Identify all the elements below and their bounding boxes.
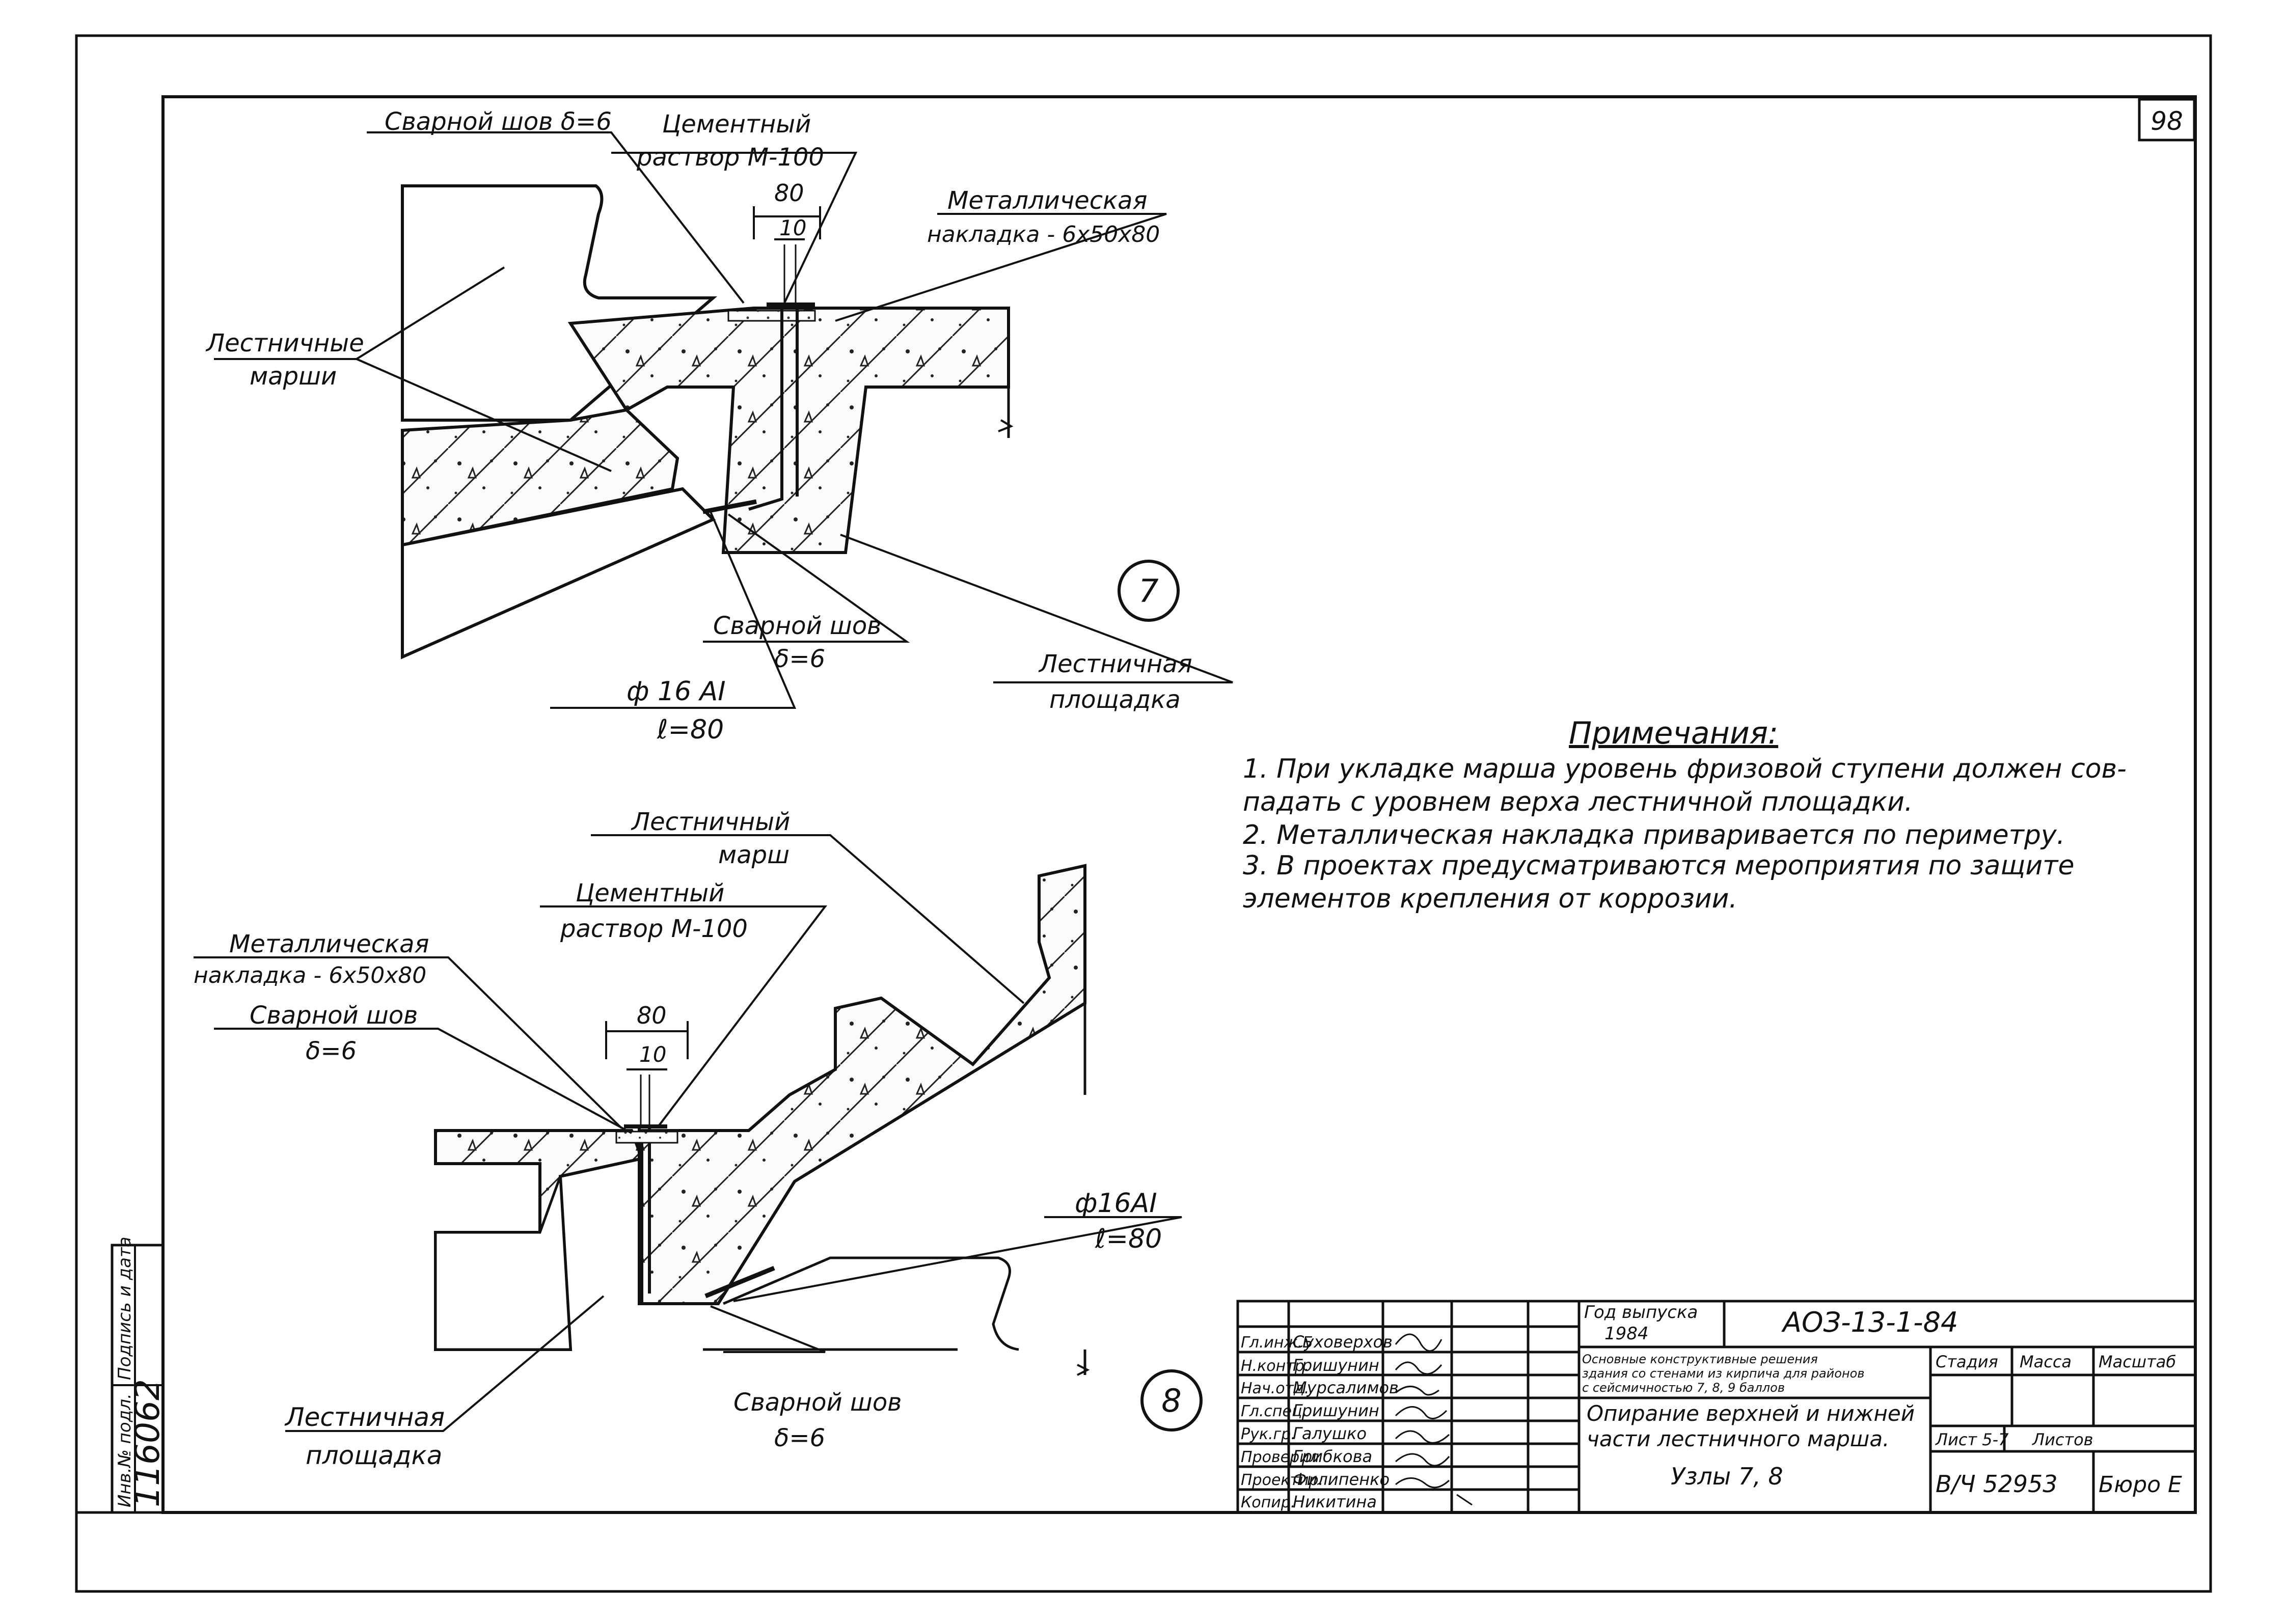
tb-sheets-label: Листов (2032, 1430, 2093, 1449)
node7-mortar-line2: раствор М-100 (636, 143, 824, 172)
tb-series-line1: Основные конструктивные решения (1582, 1352, 1818, 1366)
tb-role-4: Рук.гр. (1241, 1425, 1296, 1443)
node7-flights-line2: марши (250, 362, 337, 391)
tb-role-6: Проектир. (1241, 1471, 1323, 1489)
node7-flights-line1: Лестничные (205, 329, 364, 357)
node7-landing-line2: площадка (1049, 685, 1181, 714)
tb-role-2: Нач.отд. (1241, 1380, 1309, 1397)
node7-mortar-line1: Цементный (662, 110, 811, 139)
tb-bureau: Бюро Е (2099, 1472, 2182, 1498)
tb-stage-label: Стадия (1936, 1352, 1998, 1371)
tb-subject-line1: Опирание верхней и нижней (1587, 1401, 1915, 1426)
node7-rebar-line2: ℓ=80 (657, 714, 724, 745)
tb-scale-label: Масштаб (2099, 1352, 2176, 1371)
node8-dim-10: 10 (639, 1042, 666, 1067)
tb-role-1: Н.контр. (1241, 1357, 1309, 1375)
node8-dim-80: 80 (637, 1002, 667, 1029)
tb-name-4: Галушко (1293, 1424, 1367, 1443)
inventory-stamp: Инв.№ подл. Подпись и дата 116062 (111, 1236, 167, 1514)
tb-name-3: Гришунин (1293, 1401, 1379, 1420)
node7-landing-line1: Лестничная (1038, 650, 1192, 678)
note-line-2: падать с уровнем верха лестничной площад… (1243, 787, 1913, 817)
tb-role-3: Гл.спец. (1241, 1402, 1307, 1420)
inventory-number: 116062 (128, 1379, 167, 1507)
node7-weld-bottom-line1: Сварной шов (713, 612, 881, 640)
tb-name-7: Никитина (1293, 1492, 1377, 1511)
sheet-number: 98 (2151, 106, 2183, 136)
tb-role-7: Копир. (1241, 1494, 1295, 1511)
node7-plate-line1: Металлическая (947, 186, 1147, 215)
tb-sheet-label: Лист 5-7 (1935, 1430, 2009, 1449)
node-7-labels: Сварной шов δ=6 Цементный раствор М-100 … (205, 107, 1192, 745)
node8-weld-bottom-line1: Сварной шов (733, 1388, 902, 1417)
node7-dim-10: 10 (779, 215, 806, 240)
tb-name-6: Филипенко (1293, 1470, 1390, 1489)
node8-flight-line2: марш (718, 841, 790, 869)
notes-title: Примечания: (1569, 715, 1779, 751)
node-8-labels: Лестничный марш Цементный раствор М-100 … (194, 808, 1203, 1470)
signature-scribbles (1395, 1333, 1473, 1506)
node8-weld-line1: Сварной шов (250, 1001, 418, 1030)
tb-role-0: Гл.инж.Б (1241, 1334, 1313, 1352)
node7-dim-80: 80 (774, 179, 804, 207)
tb-series-line2: здания со стенами из кирпича для районов (1582, 1366, 1864, 1381)
node7-weld-bottom-line2: δ=6 (774, 645, 825, 673)
node8-weld-bottom-line2: δ=6 (774, 1424, 825, 1452)
note-line-1: 1. При укладке марша уровень фризовой ст… (1243, 754, 2127, 784)
node-7-drawing (214, 131, 1233, 709)
node7-rebar-line1: ф 16 АI (627, 676, 726, 707)
tb-mass-label: Масса (2020, 1352, 2072, 1371)
node8-rebar-line1: ф16АI (1075, 1188, 1157, 1219)
node7-number-circle (1118, 560, 1180, 622)
title-block (1236, 1300, 2197, 1514)
signature-date-label: Подпись и дата (115, 1236, 135, 1380)
inventory-label: Инв.№ подл. (115, 1393, 135, 1507)
title-block-text: Гл.инж.Б Н.контр. Нач.отд. Гл.спец. Рук.… (1241, 1302, 2182, 1511)
node8-landing-line1: Лестничная (284, 1402, 445, 1432)
node7-weld-top-label: Сварной шов δ=6 (385, 107, 612, 136)
node8-number-circle (1140, 1369, 1203, 1432)
tb-subject-line2: части лестничного марша. (1587, 1426, 1889, 1451)
tb-order-number: В/Ч 52953 (1936, 1470, 2058, 1498)
node-8-drawing (194, 834, 1182, 1432)
tb-name-1: Гришунин (1293, 1356, 1379, 1375)
tb-name-0: Суховерхов (1293, 1332, 1393, 1352)
tb-role-5: Проверил (1241, 1448, 1319, 1466)
node8-mortar-line1: Цементный (576, 879, 724, 907)
sheet-number-box: 98 (2138, 98, 2196, 142)
node8-rebar-line2: ℓ=80 (1095, 1224, 1162, 1254)
tb-doc-code: АОЗ-13-1-84 (1781, 1306, 1958, 1338)
node7-plate-line2: накладка - 6х50х80 (927, 222, 1160, 247)
note-line-5: элементов крепления от коррозии. (1243, 884, 1737, 914)
note-line-3: 2. Металлическая накладка приваривается … (1243, 820, 2065, 850)
tb-subject-line3: Узлы 7, 8 (1671, 1463, 1783, 1490)
node7-number: 7 (1138, 572, 1158, 610)
tb-year: 1984 (1604, 1324, 1649, 1344)
node8-plate-line2: накладка - 6х50х80 (194, 962, 426, 988)
tb-year-label: Год выпуска (1584, 1302, 1698, 1323)
node8-number: 8 (1161, 1382, 1181, 1419)
tb-series-line3: с сейсмичностью 7, 8, 9 баллов (1582, 1381, 1785, 1395)
tb-name-2: Мурсалимов (1293, 1378, 1399, 1397)
node8-mortar-line2: раствор М-100 (560, 915, 748, 943)
node8-weld-line2: δ=6 (306, 1037, 357, 1065)
node8-plate-line1: Металлическая (229, 930, 429, 958)
note-line-4: 3. В проектах предусматриваются мероприя… (1243, 850, 2075, 881)
node8-landing-line2: площадка (306, 1441, 442, 1470)
tb-name-5: Грибкова (1293, 1447, 1372, 1466)
node8-flight-line1: Лестничный (631, 808, 790, 836)
